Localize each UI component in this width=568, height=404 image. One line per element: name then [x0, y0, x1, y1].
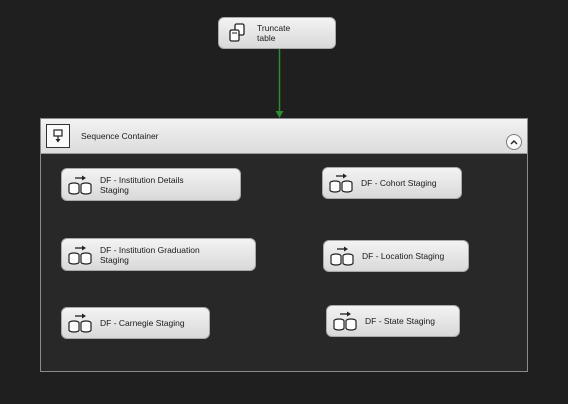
data-flow-icon: [331, 309, 359, 333]
df-institution-details-label: DF - Institution Details Staging: [94, 175, 190, 195]
truncate-label-line2: table: [257, 33, 276, 43]
data-flow-icon: [66, 243, 94, 267]
df-institution-graduation-task[interactable]: DF - Institution Graduation Staging: [61, 238, 256, 271]
sequence-container-icon: [46, 124, 70, 148]
chevron-up-icon: [510, 140, 518, 145]
sequence-container-header[interactable]: Sequence Container: [41, 119, 527, 154]
df-location-label: DF - Location Staging: [362, 251, 445, 261]
df-institution-graduation-line1: DF - Institution Graduation: [100, 244, 200, 255]
df-carnegie-task[interactable]: DF - Carnegie Staging: [61, 307, 210, 339]
df-institution-details-task[interactable]: DF - Institution Details Staging: [61, 168, 241, 201]
df-institution-details-line1: DF - Institution Details: [100, 174, 184, 185]
df-location-task[interactable]: DF - Location Staging: [323, 240, 469, 272]
truncate-table-task[interactable]: Truncate table: [218, 17, 336, 49]
df-carnegie-label: DF - Carnegie Staging: [100, 318, 185, 328]
df-institution-graduation-label: DF - Institution Graduation Staging: [94, 245, 206, 265]
data-flow-icon: [66, 173, 94, 197]
data-flow-icon: [66, 311, 94, 335]
collapse-button[interactable]: [506, 134, 522, 150]
df-cohort-label: DF - Cohort Staging: [361, 178, 437, 188]
df-cohort-task[interactable]: DF - Cohort Staging: [322, 167, 462, 199]
data-flow-icon: [328, 244, 356, 268]
df-institution-details-line2: Staging: [100, 184, 129, 195]
sequence-container-title: Sequence Container: [81, 131, 159, 141]
truncate-label-line1: Truncate: [257, 23, 291, 33]
df-state-label: DF - State Staging: [365, 316, 435, 326]
data-flow-icon: [327, 171, 355, 195]
truncate-table-label: Truncate table: [251, 23, 296, 43]
df-state-task[interactable]: DF - State Staging: [326, 305, 460, 337]
df-institution-graduation-line2: Staging: [100, 254, 129, 265]
sql-task-icon: [223, 21, 251, 45]
